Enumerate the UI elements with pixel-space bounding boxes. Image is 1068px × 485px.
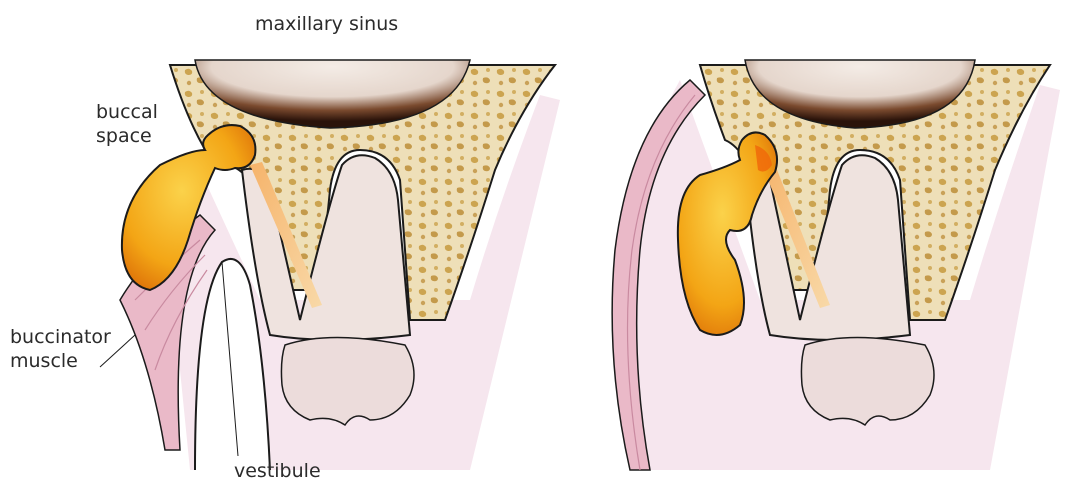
label-buccal-space-line2: space [96,125,152,147]
label-maxillary-sinus: maxillary sinus [255,13,398,35]
label-buccal-space-line1: buccal [96,101,158,123]
label-buccinator-line1: buccinator [10,326,111,348]
left-crown [281,338,414,426]
right-crown [801,338,934,426]
label-vestibule: vestibule [234,460,321,482]
label-buccinator-line2: muscle [10,350,78,372]
left-diagram: maxillary sinus buccal space buccinator … [10,13,560,482]
right-diagram [612,60,1060,470]
